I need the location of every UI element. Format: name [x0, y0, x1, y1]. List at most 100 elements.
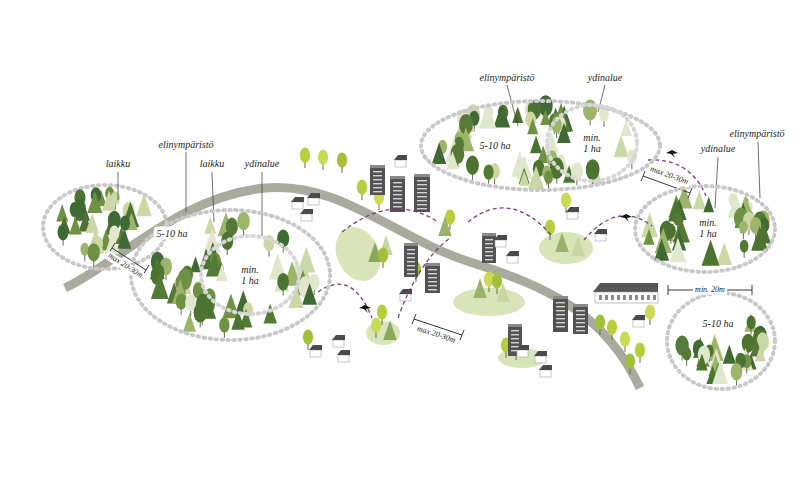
house — [594, 229, 607, 241]
tree-stem — [376, 332, 377, 338]
house-roof — [394, 155, 407, 160]
tree-crown — [607, 320, 617, 335]
house-roof — [632, 315, 645, 320]
tree-stem — [751, 329, 752, 335]
block-windows — [373, 187, 382, 188]
house — [516, 345, 529, 357]
deciduous-tree — [740, 240, 749, 258]
block-windows — [485, 239, 493, 240]
leader-line — [715, 157, 718, 208]
block-windows — [428, 269, 437, 270]
block-windows — [428, 289, 437, 290]
tree-stem — [308, 344, 309, 350]
conifer-tree — [383, 320, 397, 340]
trees — [56, 95, 771, 385]
tree-stem — [84, 255, 85, 261]
callout-label: elinympäristö — [478, 72, 537, 83]
house-body — [507, 256, 518, 263]
conifer-tree — [717, 242, 732, 265]
deciduous-tree — [219, 317, 229, 338]
block-body — [414, 174, 430, 212]
house — [332, 335, 345, 347]
dimension-tick — [688, 188, 692, 198]
house — [506, 251, 519, 263]
conifer-tree — [723, 344, 736, 363]
block-windows — [556, 326, 565, 327]
tree-stem — [323, 164, 324, 170]
leader-line — [262, 172, 263, 236]
building-window — [653, 295, 656, 300]
conifer-tree — [670, 238, 687, 263]
dispersal-route — [318, 284, 372, 318]
building-window — [623, 295, 626, 300]
block-windows — [407, 253, 415, 254]
block-roof — [404, 243, 418, 246]
tree-crown — [544, 171, 553, 184]
deciduous-tree — [682, 347, 691, 366]
habitat-area: min. 1 ha — [632, 183, 778, 275]
conifer-tree — [614, 135, 629, 157]
block-windows — [576, 318, 585, 319]
callout-label: elinympäristö — [157, 139, 216, 150]
area-size: min. 1 ha — [235, 263, 265, 287]
block-roof — [573, 304, 588, 307]
tree-stem — [450, 224, 451, 230]
block-windows — [373, 171, 382, 172]
building-window — [605, 295, 608, 300]
area-outline — [664, 290, 778, 392]
tree-crown — [545, 220, 555, 235]
dimension-tick — [460, 330, 464, 340]
house — [494, 235, 507, 247]
tree-stem — [489, 286, 490, 292]
core-area: min. 1 ha — [198, 233, 302, 317]
conifer-tree — [446, 151, 458, 169]
house — [291, 197, 304, 209]
dimension-tick — [752, 285, 753, 295]
conifer-tree — [751, 226, 768, 251]
block-body — [553, 296, 568, 332]
conifer-tree — [519, 170, 530, 185]
buildings — [291, 155, 658, 377]
building-window — [647, 295, 650, 300]
conifer-tree — [696, 354, 708, 371]
tree-crown — [176, 293, 187, 309]
deciduous-tree — [595, 315, 605, 335]
block-windows — [556, 306, 565, 307]
apartment-block — [482, 233, 496, 263]
conifer-tree — [745, 313, 758, 332]
block-body — [404, 243, 418, 277]
tree-stem — [631, 163, 632, 169]
tree-crown — [742, 334, 755, 353]
deciduous-tree — [194, 303, 207, 328]
block-windows — [428, 285, 437, 286]
green-patch — [539, 232, 593, 264]
deciduous-tree — [620, 332, 630, 352]
tree-crown — [88, 243, 100, 261]
dotted-boundary — [421, 101, 660, 190]
leader-line — [758, 142, 760, 198]
house-body — [633, 320, 644, 327]
conifer-tree — [56, 204, 68, 222]
house-body — [310, 350, 321, 357]
building-window — [635, 295, 638, 300]
deciduous-tree — [544, 171, 553, 190]
house-roof — [594, 229, 607, 234]
block-windows — [393, 206, 402, 207]
tree-crown — [747, 316, 756, 330]
tree-stem — [604, 121, 605, 127]
block-windows — [407, 249, 415, 250]
habitat-area: 5-10 hamin. 1 ha — [418, 98, 663, 193]
block-windows — [407, 269, 415, 270]
block-roof — [370, 165, 385, 168]
tree-crown — [620, 332, 630, 347]
house-roof — [539, 365, 552, 370]
tree-crown — [740, 240, 749, 253]
conifer-tree — [85, 213, 98, 233]
conifer-tree — [528, 166, 544, 189]
tree-stem — [382, 319, 383, 325]
block-windows — [393, 198, 402, 199]
house — [632, 315, 645, 327]
callout-label: elinympäristö — [728, 128, 787, 139]
